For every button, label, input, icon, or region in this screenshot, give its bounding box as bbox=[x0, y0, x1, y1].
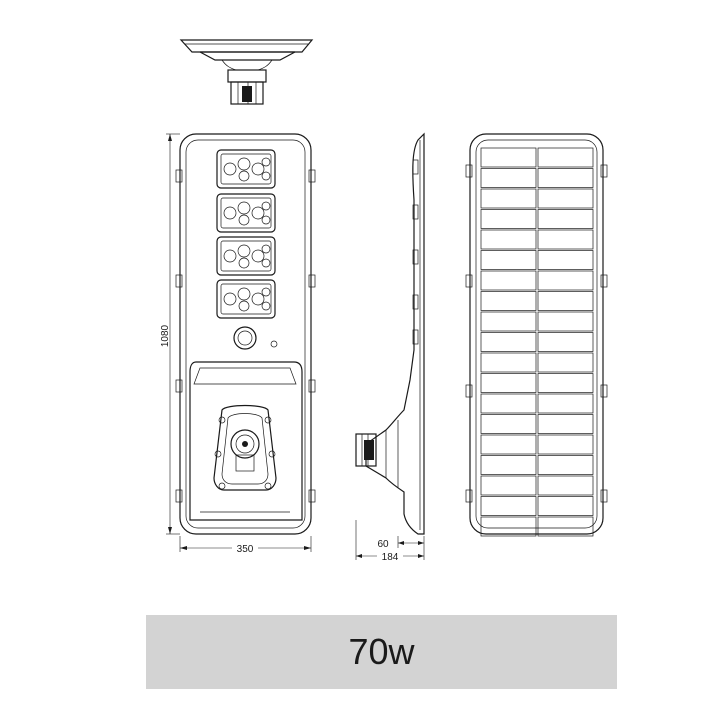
depth-dimensions: 60 184 bbox=[355, 520, 425, 563]
solar-cell bbox=[480, 291, 537, 311]
solar-cell bbox=[480, 434, 537, 455]
solar-cell bbox=[537, 373, 594, 393]
solar-cell bbox=[480, 516, 537, 537]
solar-cell bbox=[480, 352, 537, 373]
solar-cell bbox=[480, 188, 537, 209]
front-view: 1080 350 bbox=[160, 133, 316, 555]
back-view-solar-panel bbox=[465, 133, 608, 537]
solar-cell bbox=[537, 352, 594, 373]
solar-cell bbox=[480, 168, 537, 188]
solar-cell bbox=[480, 373, 537, 393]
solar-cell bbox=[480, 250, 537, 270]
solar-cell bbox=[537, 393, 594, 414]
solar-cell bbox=[537, 209, 594, 229]
solar-cell bbox=[537, 250, 594, 270]
solar-cell bbox=[537, 414, 594, 434]
solar-cell bbox=[537, 291, 594, 311]
width-dimension: 350 bbox=[179, 536, 312, 555]
solar-cell bbox=[537, 475, 594, 496]
solar-cell bbox=[537, 229, 594, 250]
solar-cell bbox=[537, 270, 594, 291]
led-module-3 bbox=[216, 236, 276, 276]
solar-cell bbox=[480, 270, 537, 291]
height-dimension-label: 1080 bbox=[160, 324, 171, 347]
solar-cell bbox=[480, 147, 537, 168]
solar-cell bbox=[480, 209, 537, 229]
led-module-4 bbox=[216, 279, 276, 319]
solar-cell bbox=[537, 188, 594, 209]
solar-cell bbox=[537, 434, 594, 455]
inner-depth-label: 60 bbox=[377, 539, 389, 550]
led-module-2 bbox=[216, 193, 276, 233]
solar-cell bbox=[537, 496, 594, 516]
solar-cell bbox=[480, 229, 537, 250]
power-banner: 70w bbox=[146, 615, 617, 689]
solar-cell bbox=[537, 332, 594, 352]
solar-cell bbox=[480, 455, 537, 475]
solar-cell bbox=[537, 455, 594, 475]
solar-cell bbox=[537, 147, 594, 168]
side-view: 60 184 bbox=[355, 132, 425, 563]
solar-cell bbox=[480, 414, 537, 434]
mounting-bracket bbox=[189, 361, 303, 521]
solar-cell bbox=[537, 516, 594, 537]
led-module-1 bbox=[216, 149, 276, 189]
outer-depth-label: 184 bbox=[382, 552, 399, 563]
technical-drawing: 1080 350 bbox=[160, 39, 608, 563]
solar-cell bbox=[480, 496, 537, 516]
solar-cell bbox=[537, 311, 594, 332]
motion-sensor bbox=[233, 326, 278, 350]
solar-cell-grid bbox=[480, 147, 594, 537]
width-dimension-label: 350 bbox=[237, 544, 254, 555]
power-label: 70w bbox=[348, 631, 415, 672]
solar-cell bbox=[480, 332, 537, 352]
solar-cell bbox=[480, 475, 537, 496]
solar-cell bbox=[537, 168, 594, 188]
height-dimension: 1080 bbox=[160, 133, 180, 535]
solar-cell bbox=[480, 393, 537, 414]
top-view bbox=[179, 39, 314, 105]
solar-cell bbox=[480, 311, 537, 332]
